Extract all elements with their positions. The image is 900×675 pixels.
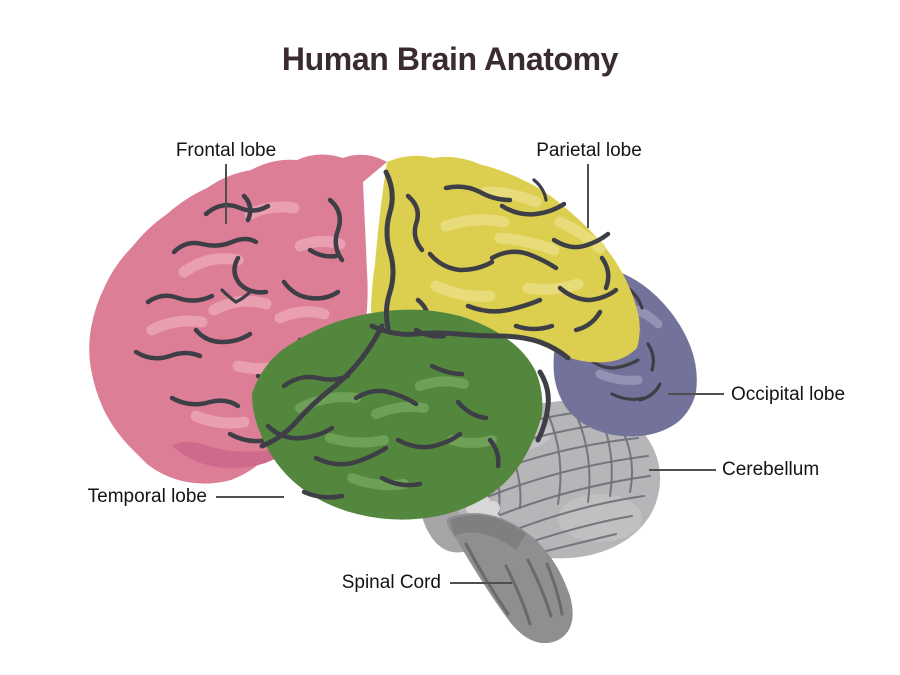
temporal-lobe-shape [252, 309, 543, 520]
parietal-temporal-boundary [369, 323, 571, 361]
frontal-temporal-boundary [259, 323, 385, 449]
temporal-occipital-boundary [535, 369, 551, 443]
page-title: Human Brain Anatomy [281, 41, 619, 77]
frontal-parietal-boundary [383, 169, 396, 331]
spinal-cord-top-shadow [450, 515, 526, 550]
label-spinal-cord: Spinal Cord [341, 572, 441, 593]
spinal-cord-fill [446, 513, 573, 644]
parietal-sulci [405, 178, 619, 333]
parietal-gyri-highlights [430, 186, 606, 302]
leader-lines [216, 164, 724, 584]
label-cerebellum: Cerebellum [722, 459, 820, 480]
temporal-lobe-fill [252, 309, 543, 520]
label-temporal-lobe: Temporal lobe [87, 486, 207, 507]
parietal-lobe-shape [371, 155, 640, 363]
lobe-boundary-sulci [259, 169, 571, 449]
spinal-cord-shape [446, 513, 573, 644]
label-frontal-lobe: Frontal lobe [175, 140, 277, 161]
frontal-tail-shade [172, 441, 290, 469]
parietal-lobe-fill [371, 155, 640, 363]
spinal-cord-lines [464, 542, 564, 626]
label-parietal-lobe: Parietal lobe [536, 140, 642, 161]
label-occipital-lobe: Occipital lobe [731, 384, 846, 405]
cerebellum-highlight-2 [558, 494, 642, 542]
temporal-sulci [265, 327, 501, 500]
